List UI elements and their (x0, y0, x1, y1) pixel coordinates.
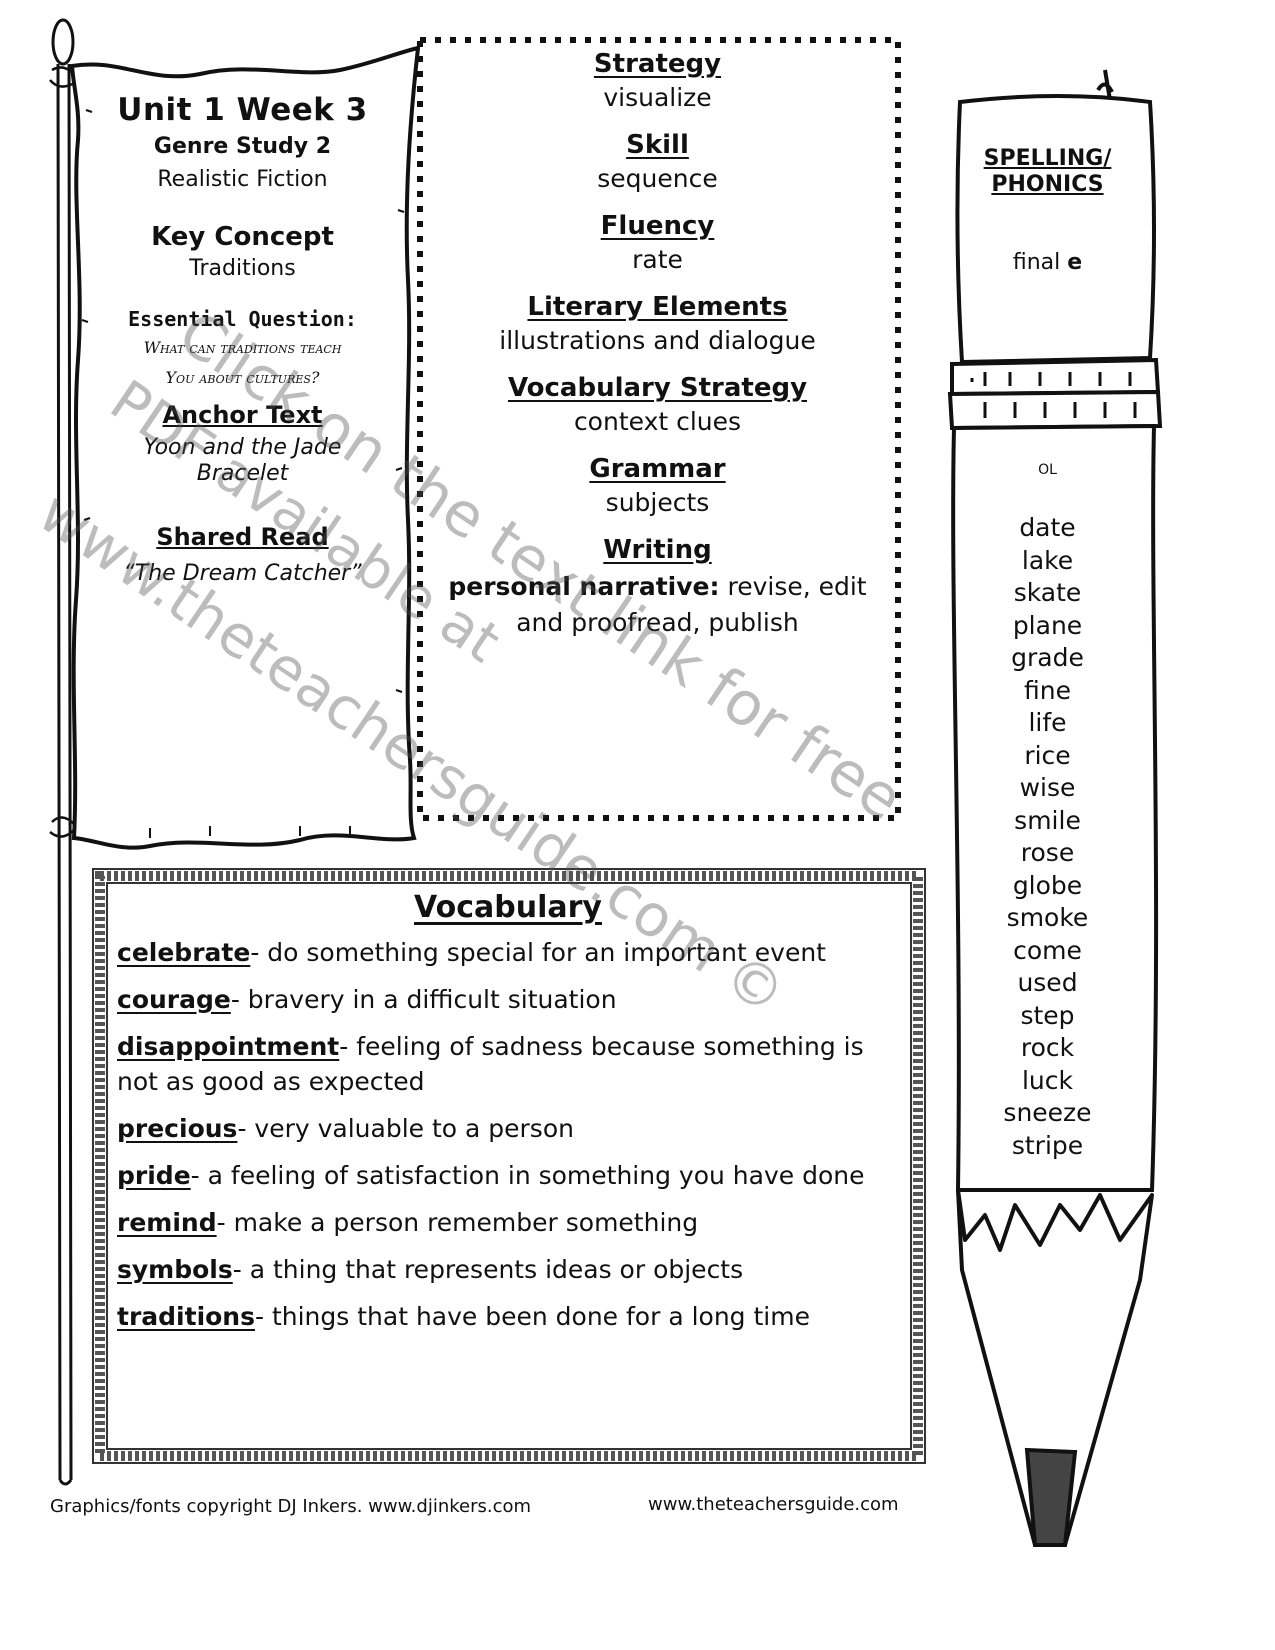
fluency-heading: Fluency (600, 211, 715, 241)
spelling-phonics-title: SPELLING/ PHONICS (975, 146, 1120, 198)
skills-box: Strategy visualize Skill sequence Fluenc… (415, 37, 900, 831)
grammar-heading: Grammar (589, 454, 726, 484)
vocab-definition: - a thing that represents ideas or objec… (232, 1255, 744, 1284)
spelling-word: lake (1021, 545, 1074, 575)
writing-value-bold: personal narrative: (448, 572, 720, 601)
vocab-word: remind (117, 1208, 217, 1237)
vocab-item: precious- very valuable to a person (117, 1111, 907, 1146)
vocabulary-strategy-heading: Vocabulary Strategy (507, 373, 808, 403)
writing-value: personal narrative: revise, edit and pro… (415, 569, 900, 641)
vocab-item: traditions- things that have been done f… (117, 1299, 907, 1334)
phonics-focus: final e (975, 250, 1120, 275)
spelling-word: fine (1024, 675, 1071, 705)
spelling-word: life (1028, 708, 1067, 737)
vocabulary-box: Vocabulary celebrate- do something speci… (93, 870, 923, 1462)
spelling-word: sneeze (1003, 1098, 1092, 1127)
vocabulary-strategy-value: context clues (573, 407, 742, 436)
spelling-word: rice (1024, 740, 1071, 770)
vocab-word: precious (117, 1114, 238, 1143)
skill-value: sequence (597, 164, 718, 193)
spelling-word: step (1020, 1000, 1075, 1030)
vocab-definition: - do something special for an important … (250, 938, 826, 967)
strategy-value: visualize (603, 83, 712, 112)
spelling-word: used (1017, 968, 1078, 997)
spelling-title-line2: PHONICS (991, 172, 1104, 197)
fluency-value: rate (632, 245, 683, 274)
vocabulary-title: Vocabulary (414, 890, 602, 925)
spelling-word: rose (1020, 838, 1075, 867)
essential-question-text: What can traditions teach You about cult… (143, 338, 342, 387)
vocab-item: remind- make a person remember something (117, 1205, 907, 1240)
grammar-value: subjects (605, 488, 710, 517)
essential-question-heading: Essential Question: (128, 307, 357, 331)
shared-read-title: “The Dream Catcher” (123, 561, 362, 586)
vocab-word: courage (117, 985, 231, 1014)
spelling-level: OL (1038, 462, 1057, 478)
spelling-word: globe (1012, 870, 1083, 900)
vocab-word: celebrate (117, 938, 251, 967)
anchor-text-heading: Anchor Text (162, 401, 323, 429)
anchor-text-title: Yoon and the Jade Bracelet (143, 435, 342, 486)
spelling-word: rock (1020, 1033, 1075, 1062)
strategy-heading: Strategy (593, 49, 722, 79)
spelling-word: smile (1014, 805, 1081, 835)
spelling-word: grade (1011, 643, 1084, 672)
genre-study-label: Genre Study 2 (153, 134, 332, 159)
vocab-item: celebrate- do something special for an i… (117, 935, 907, 970)
spelling-title-line1: SPELLING/ (983, 146, 1112, 171)
vocab-definition: - a feeling of satisfaction in something… (190, 1161, 865, 1190)
spelling-word: smoke (1006, 903, 1089, 932)
vocab-definition: - feeling of sadness because something i… (117, 1032, 864, 1096)
phonics-prefix: final (1012, 250, 1068, 275)
key-concept-heading: Key Concept (151, 222, 334, 252)
vocab-definition: - very valuable to a person (237, 1114, 574, 1143)
unit-banner: Unit 1 Week 3 Genre Study 2 Realistic Fi… (100, 92, 385, 587)
spelling-word: luck (1021, 1065, 1073, 1095)
vocab-box-border (95, 871, 923, 1461)
vocab-definition: - make a person remember something (216, 1208, 699, 1237)
vocab-word: disappointment (117, 1032, 340, 1061)
spelling-word: stripe (1011, 1130, 1084, 1160)
unit-week-title: Unit 1 Week 3 (117, 92, 368, 128)
skill-heading: Skill (626, 130, 689, 160)
spelling-word: wise (1019, 773, 1076, 802)
vocab-word: symbols (117, 1255, 233, 1284)
vocab-word: pride (117, 1161, 191, 1190)
literary-elements-heading: Literary Elements (527, 292, 788, 322)
literary-elements-value: illustrations and dialogue (499, 326, 816, 355)
writing-heading: Writing (603, 535, 712, 565)
spelling-word: plane (1012, 610, 1083, 640)
key-concept-value: Traditions (189, 256, 296, 281)
footer-copyright: Graphics/fonts copyright DJ Inkers. www.… (50, 1496, 532, 1517)
spelling-word: skate (1013, 578, 1082, 607)
vocab-item: pride- a feeling of satisfaction in some… (117, 1158, 907, 1193)
banner-outline (69, 45, 421, 850)
spelling-word: date (1019, 513, 1076, 542)
vocab-definition: - things that have been done for a long … (255, 1302, 810, 1331)
pencil-drawing (947, 69, 1163, 1547)
genre-name: Realistic Fiction (157, 167, 328, 192)
vocab-item: courage- bravery in a difficult situatio… (117, 982, 907, 1017)
spelling-word: come (1013, 935, 1082, 965)
vocab-definition: - bravery in a difficult situation (230, 985, 617, 1014)
flag-pole (49, 18, 77, 1486)
shared-read-heading: Shared Read (156, 523, 329, 551)
vocab-word: traditions (117, 1302, 255, 1331)
vocab-item: symbols- a thing that represents ideas o… (117, 1252, 907, 1287)
vocab-item: disappointment- feeling of sadness becau… (117, 1029, 907, 1099)
writing-value-rest: revise, edit and proofread, publish (516, 572, 867, 637)
spelling-word-list: date lake skate plane grade fine life rice wise s… (975, 512, 1120, 1162)
footer-website: www.theteachersguide.com (648, 1494, 899, 1515)
phonics-letter: e (1067, 250, 1083, 275)
